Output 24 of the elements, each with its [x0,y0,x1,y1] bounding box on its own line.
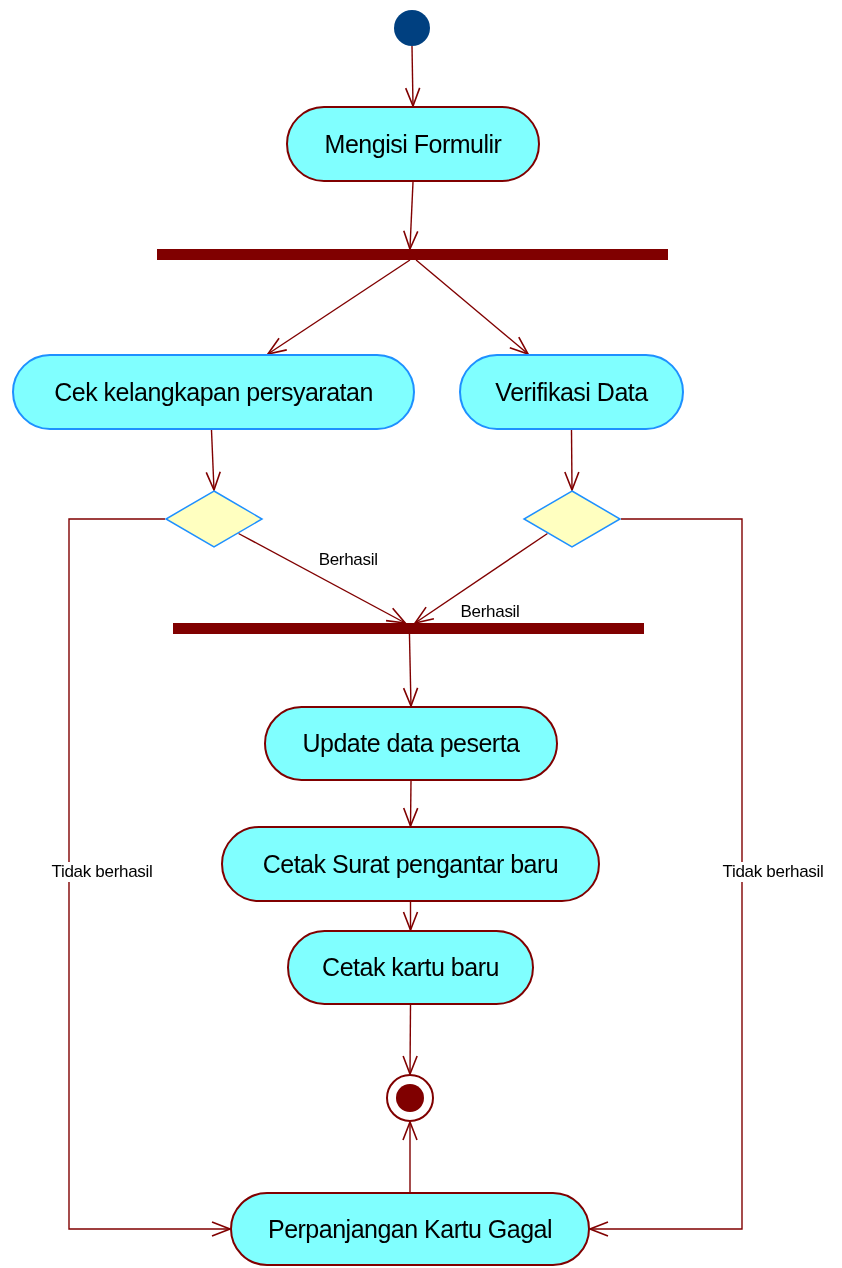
action-node: Verifikasi Data [459,354,684,430]
arrow [68,518,231,1237]
action-node: Cek kelangkapan persyaratan [12,354,415,430]
arrow [589,518,743,1237]
action-node: Mengisi Formulir [286,106,540,182]
arrow [205,429,222,491]
arrow [402,1004,418,1075]
arrow [237,532,406,624]
arrow [267,259,411,355]
action-node: Update data peserta [264,706,558,781]
action-node: Cetak Surat pengantar baru [221,826,600,902]
edge-label: Tidak berhasil [720,862,826,882]
arrow [564,429,580,491]
arrow [404,45,421,107]
arrow [414,532,549,624]
arrow [402,633,419,707]
arrow [402,1121,418,1193]
arrow [402,901,419,931]
arrow [402,181,419,250]
edge-label: Tidak berhasil [49,862,155,882]
arrow [415,259,529,355]
action-node: Perpanjangan Kartu Gagal [230,1192,590,1266]
arrow [402,780,419,827]
action-node: Cetak kartu baru [287,930,534,1005]
